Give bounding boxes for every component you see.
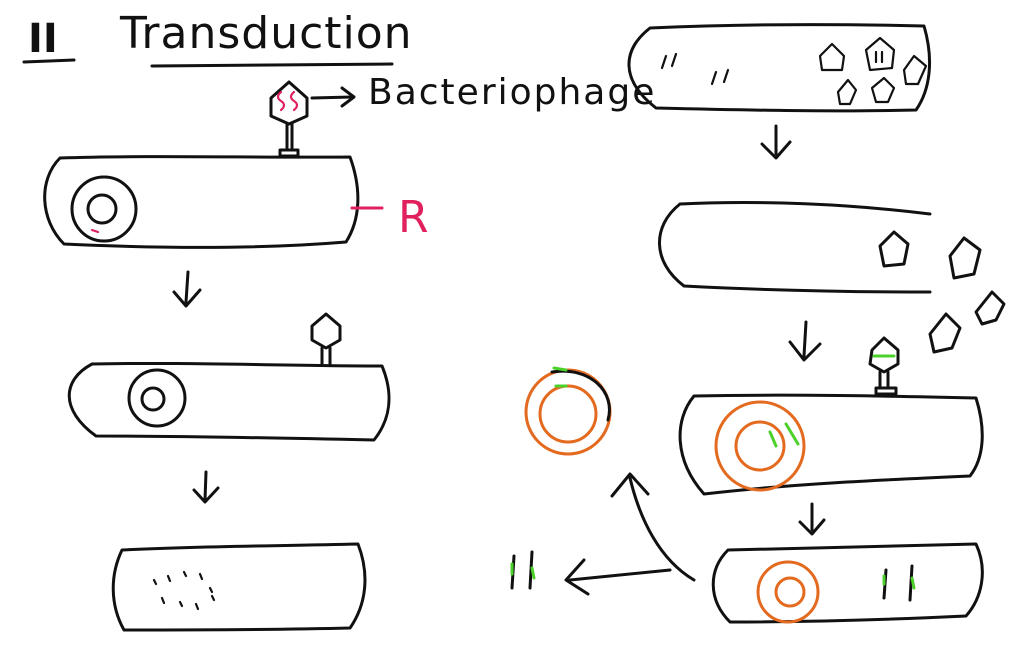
- phage-baseplate-icon: [278, 148, 300, 158]
- transducing-phage-baseplate-icon: [874, 386, 898, 396]
- down-arrow-1-shaft: [184, 270, 190, 304]
- transducing-phage-head-icon: [868, 336, 900, 374]
- title-block: II Transduction: [22, 8, 413, 68]
- released-phage-1-icon: [878, 230, 910, 268]
- down-arrow-2-head-icon: [192, 486, 220, 504]
- bacterium-6-cell: [678, 393, 984, 496]
- down-arrow-5-head-icon: [798, 518, 826, 536]
- down-arrow-1-head-icon: [172, 288, 202, 308]
- bacterium-5: [658, 200, 1006, 354]
- released-phage-3-icon: [974, 290, 1006, 326]
- phage-dna-fragments: [152, 570, 216, 611]
- bacteriophage-top: SS Bacteriophage: [269, 72, 656, 158]
- phage-capsid-3-icon: [902, 54, 928, 86]
- released-phage-4-icon: [928, 312, 962, 354]
- bacterium-2-cell: [67, 361, 391, 442]
- bacterium-7-dna-fragments: [882, 564, 914, 602]
- free-dna-fragments: [510, 550, 536, 590]
- down-arrow-3: [760, 124, 792, 160]
- down-arrow-4: [788, 320, 822, 362]
- down-arrow-4-head-icon: [788, 340, 822, 362]
- free-plasmid: [524, 366, 612, 456]
- phage-2-head-icon: [310, 312, 342, 350]
- down-arrow-2: [192, 470, 220, 504]
- outcome-arrow-up-head-icon: [610, 472, 650, 498]
- outcome-arrows: [564, 472, 696, 596]
- label-arrow-head-icon: [340, 86, 356, 108]
- bacterium-1-cell: [43, 155, 360, 249]
- bacterium-2: [67, 312, 391, 442]
- free-dna-green-genes: [510, 562, 536, 580]
- outcome-arrow-left-head-icon: [564, 558, 590, 596]
- phage-tail-icon: [285, 122, 294, 150]
- bacterium-7-cell: [711, 542, 984, 624]
- down-arrow-4-shaft: [802, 320, 808, 358]
- bacterium-7-green-genes: [882, 574, 916, 590]
- phage-dna-squiggle-1: [276, 90, 286, 112]
- down-arrow-5: [798, 502, 826, 536]
- bacterium-4: [627, 23, 932, 113]
- numeral-underline: [22, 58, 76, 64]
- bacterium-7-plasmid-inner: [774, 576, 806, 608]
- free-plasmid-inner: [538, 384, 598, 444]
- phage-head-icon: [269, 80, 309, 126]
- bacterium-7: [711, 542, 984, 624]
- down-arrow-2-shaft: [203, 470, 208, 502]
- bacterium-2-plasmid-outer: [127, 368, 187, 428]
- phage-2-tail-icon: [320, 346, 332, 366]
- bacterium-5-cell: [658, 200, 932, 294]
- bacterium-1-plasmid-outer: [70, 175, 138, 243]
- bacterium-1-pink-mark: [90, 228, 100, 234]
- bacterium-3-cell: [111, 542, 367, 632]
- bacterium-6-green-gene-1: [784, 422, 800, 446]
- bacterium-1-plasmid-inner: [86, 193, 118, 225]
- bacterium-1: R: [43, 155, 429, 249]
- phage-capsid-2-icon: [864, 36, 896, 72]
- bacterium-4-dna-marks: [660, 52, 730, 86]
- bacterium-7-plasmid-outer: [756, 560, 820, 624]
- phage-capsid-1-icon: [818, 42, 846, 72]
- phage-capsid-2-dna: [874, 50, 884, 64]
- free-plasmid-black-arc: [550, 369, 611, 422]
- bacterium-2-plasmid-inner: [140, 386, 166, 412]
- bacterium-3: [111, 542, 367, 632]
- phage-dna-squiggle-2: [289, 90, 299, 112]
- title-numeral: II: [28, 16, 58, 62]
- label-arrow-shaft: [310, 95, 354, 100]
- bacteriophage-label: Bacteriophage: [368, 72, 656, 113]
- title-text: Transduction: [119, 8, 413, 59]
- transducing-phage-tail-icon: [878, 370, 890, 390]
- phage-capsid-4-icon: [836, 78, 858, 106]
- down-arrow-1: [172, 270, 202, 308]
- outcome-arrow-left-shaft: [568, 568, 672, 582]
- phage-capsid-5-icon: [870, 76, 896, 104]
- title-underline: [150, 62, 394, 68]
- free-dna-strands: [510, 550, 534, 590]
- bacterium-6-green-gene-2: [768, 430, 778, 448]
- released-phage-2-icon: [948, 236, 982, 280]
- bacterium-6-plasmid-inner: [734, 420, 786, 472]
- bacterium-6-plasmid-outer: [714, 400, 806, 492]
- free-plasmid-green-genes: [552, 366, 568, 388]
- receptor-label: R: [398, 192, 429, 243]
- bacterium-4-cell: [627, 23, 932, 113]
- outcome-arrow-up-shaft: [628, 476, 696, 582]
- down-arrow-3-head-icon: [760, 140, 792, 160]
- bacterium-6: [678, 336, 984, 496]
